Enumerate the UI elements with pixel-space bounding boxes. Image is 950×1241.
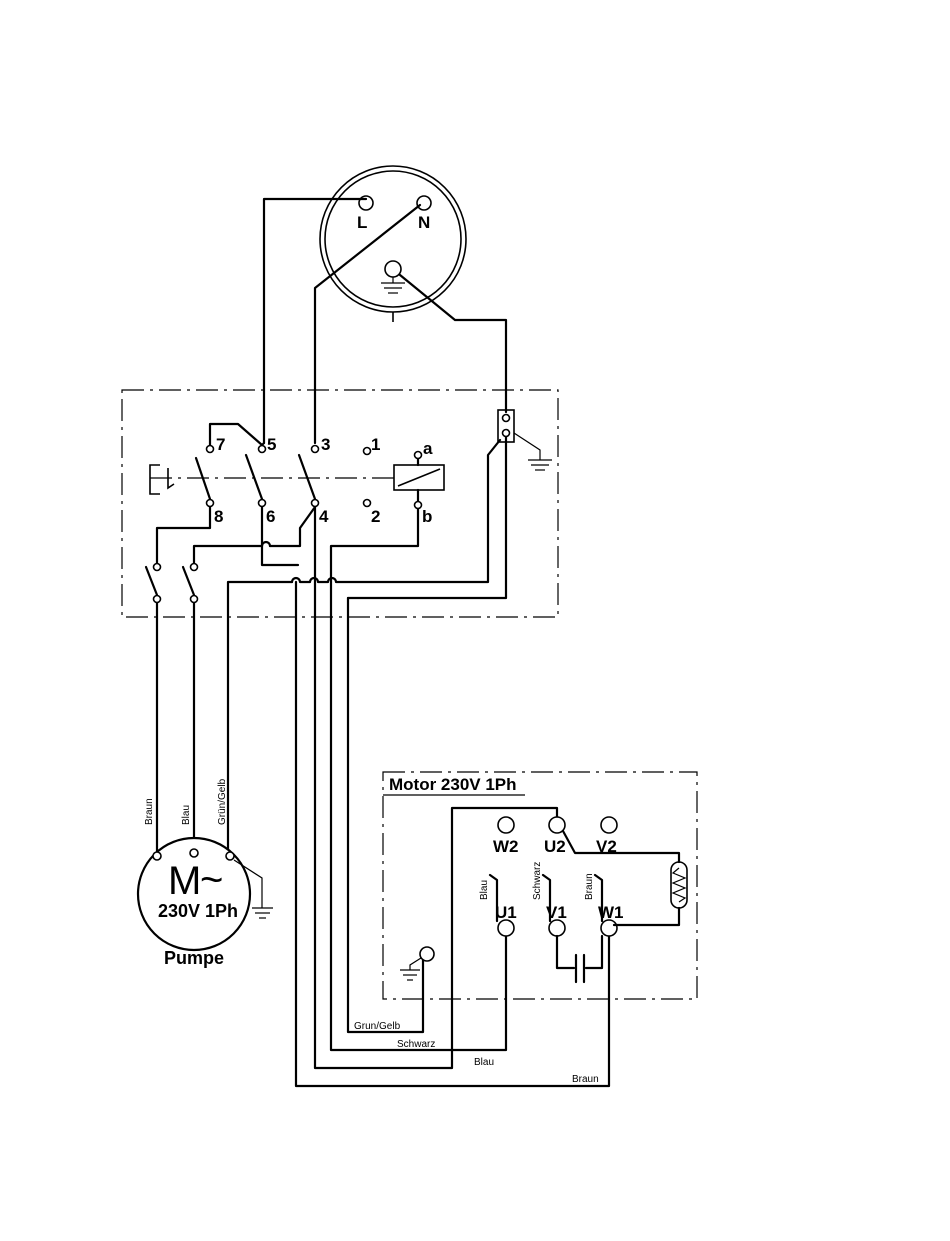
label-contact-4: 4	[319, 507, 329, 526]
label-contact-1: 1	[371, 435, 380, 454]
terminal-v1	[549, 920, 565, 936]
motor-box: Motor 230V 1Ph W2 U2 V2 U1 V1 W1 Blau Sc…	[383, 772, 697, 999]
socket-terminal-n	[417, 196, 431, 210]
motor-box-title: Motor 230V 1Ph	[389, 775, 517, 794]
pump-wire-braun: Braun	[144, 798, 155, 825]
power-socket: L N	[320, 166, 466, 322]
motor-earth-terminal	[420, 947, 434, 961]
contact-5	[259, 446, 266, 453]
wire-8-to-switch	[157, 507, 210, 563]
motor-wire-braun: Braun	[584, 873, 595, 900]
contact-7	[207, 446, 214, 453]
wire-earth	[400, 275, 506, 412]
wire-gruen-gelb-pump	[228, 582, 292, 852]
cable-label-braun: Braun	[572, 1074, 599, 1085]
label-contact-2: 2	[371, 507, 380, 526]
pump-wire-gruen-gelb: Grün/Gelb	[217, 778, 228, 825]
pump-motor-symbol: M	[168, 859, 201, 903]
socket-label-l: L	[357, 213, 367, 232]
label-contact-7: 7	[216, 435, 225, 454]
label-u1: U1	[495, 903, 517, 922]
label-w2: W2	[493, 837, 519, 856]
pump-name: Pumpe	[164, 948, 224, 968]
contact-3	[312, 446, 319, 453]
socket-label-n: N	[418, 213, 430, 232]
label-contact-3: 3	[321, 435, 330, 454]
cable-label-gruen-gelb: Grun/Gelb	[354, 1021, 401, 1032]
contact-6	[259, 500, 266, 507]
contact-b	[415, 502, 422, 509]
contact-8	[207, 500, 214, 507]
label-contact-a: a	[423, 439, 433, 458]
terminal-u1	[498, 920, 514, 936]
label-u2: U2	[544, 837, 566, 856]
terminal-w1	[601, 920, 617, 936]
pump-wire-blau: Blau	[181, 805, 192, 825]
label-contact-b: b	[422, 507, 432, 526]
pump-ac-symbol: ~	[200, 858, 223, 902]
label-contact-6: 6	[266, 507, 275, 526]
motor-wire-schwarz: Schwarz	[532, 862, 543, 900]
motor-wire-blau: Blau	[479, 880, 490, 900]
pump-switches	[146, 564, 198, 603]
contact-1	[364, 448, 371, 455]
wire-6-to-switch	[194, 507, 262, 563]
contact-2	[364, 500, 371, 507]
pump-rating: 230V 1Ph	[158, 901, 238, 921]
socket-terminal-earth	[385, 261, 401, 277]
contact-a	[415, 452, 422, 459]
label-contact-8: 8	[214, 507, 223, 526]
cable-label-schwarz: Schwarz	[397, 1039, 435, 1050]
cable-label-blau: Blau	[474, 1057, 494, 1068]
terminal-w2	[498, 817, 514, 833]
wire-n	[315, 205, 420, 443]
contactor: 7 5 3 1 a 8 6 4 2 b	[150, 424, 444, 526]
pump-motor: M ~ 230V 1Ph Pumpe Braun Blau Grün/Gelb	[138, 778, 273, 968]
label-contact-5: 5	[267, 435, 276, 454]
terminal-v2	[601, 817, 617, 833]
contact-4	[312, 500, 319, 507]
